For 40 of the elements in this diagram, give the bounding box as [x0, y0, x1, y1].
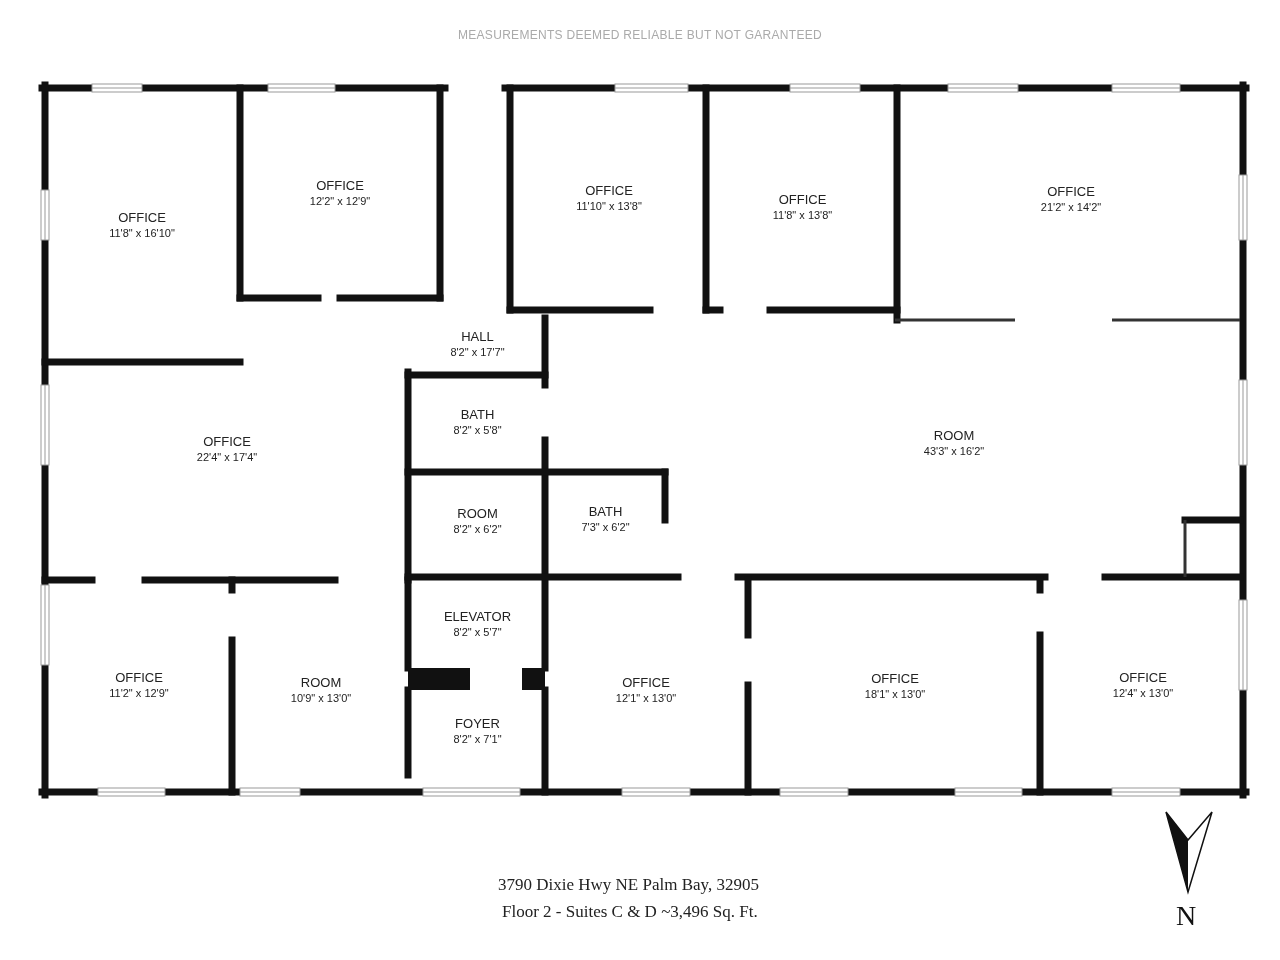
room-dimensions: 8'2" x 6'2" [453, 522, 502, 536]
room-dimensions: 22'4" x 17'4" [196, 450, 258, 464]
room-name: OFFICE [778, 192, 827, 208]
room-dimensions: 7'3" x 6'2" [581, 520, 630, 534]
room-name: BATH [460, 407, 495, 423]
floor-area-text: Floor 2 - Suites C & D ~3,496 Sq. Ft. [502, 902, 758, 922]
room-dimensions: 10'9" x 13'0" [290, 691, 352, 705]
disclaimer-note: MEASUREMENTS DEEMED RELIABLE BUT NOT GARANTEED [456, 28, 824, 42]
room-dimensions: 12'1" x 13'0" [615, 691, 677, 705]
room-name: OFFICE [1047, 184, 1095, 200]
room-name: OFFICE [118, 210, 166, 226]
room-dimensions: 18'1" x 13'0" [864, 687, 926, 701]
room-name: ROOM [933, 428, 975, 444]
room-name: ELEVATOR [443, 609, 512, 625]
room-name: OFFICE [1119, 670, 1167, 686]
address-text: 3790 Dixie Hwy NE Palm Bay, 32905 [498, 875, 759, 895]
room-name: OFFICE [203, 434, 251, 450]
room-name: OFFICE [585, 183, 633, 199]
room-dimensions: 21'2" x 14'2" [1040, 200, 1102, 214]
room-name: FOYER [455, 716, 500, 732]
room-name: BATH [588, 504, 623, 520]
north-label: N [1176, 900, 1197, 932]
room-name: ROOM [457, 506, 498, 522]
room-name: OFFICE [622, 675, 670, 691]
room-name: OFFICE [871, 671, 919, 687]
room-dimensions: 11'8" x 16'10" [109, 226, 175, 240]
room-dimensions: 11'10" x 13'8" [576, 199, 642, 213]
room-name: OFFICE [115, 670, 163, 686]
room-dimensions: 8'2" x 5'7" [453, 625, 502, 639]
room-name: ROOM [300, 675, 342, 691]
room-dimensions: 8'2" x 7'1" [453, 732, 502, 746]
room-name: OFFICE [316, 178, 364, 194]
room-dimensions: 12'2" x 12'9" [309, 194, 371, 208]
room-dimensions: 12'4" x 13'0" [1112, 686, 1174, 700]
room-dimensions: 11'8" x 13'8" [772, 208, 833, 222]
room-dimensions: 11'2" x 12'9" [109, 686, 169, 700]
room-dimensions: 8'2" x 5'8" [453, 423, 502, 437]
room-dimensions: 8'2" x 17'7" [450, 345, 505, 359]
room-dimensions: 43'3" x 16'2" [923, 444, 985, 458]
room-name: HALL [461, 329, 494, 345]
